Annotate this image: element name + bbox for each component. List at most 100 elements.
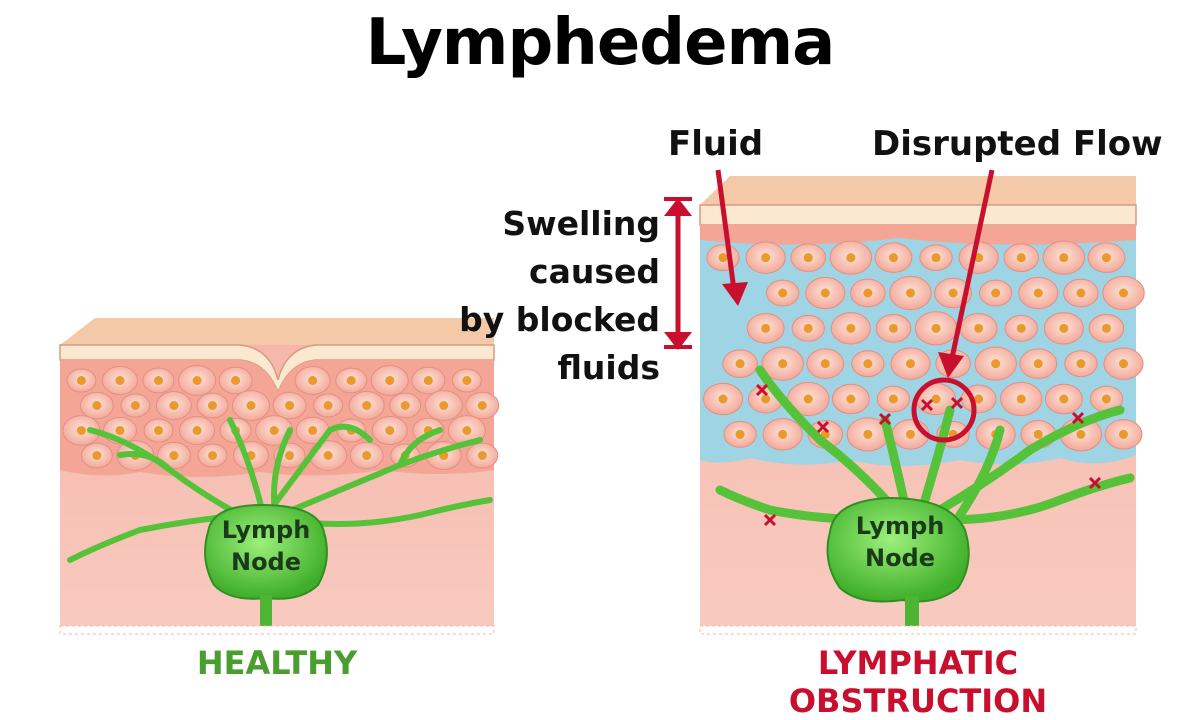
cell-nucleus (385, 376, 395, 385)
swelling-label: Swelling caused by blocked fluids (360, 200, 660, 392)
cell-nucleus (761, 394, 771, 404)
cell-nucleus (778, 288, 788, 298)
cell-nucleus (246, 401, 256, 410)
healthy-caption: HEALTHY (196, 644, 358, 682)
cell-nucleus (888, 394, 898, 404)
fluid-arrow (715, 169, 748, 306)
cell-nucleus (931, 394, 941, 404)
cell-nucleus (1118, 359, 1128, 369)
page-title: Lymphedema (365, 6, 836, 80)
cell-nucleus (400, 401, 410, 410)
healthy-bottom-edge (59, 625, 495, 635)
cell-nucleus (462, 426, 472, 435)
cell-nucleus (846, 323, 856, 333)
cell-nucleus (207, 451, 217, 460)
cell-nucleus (778, 359, 788, 369)
cell-nucleus (130, 401, 140, 410)
cell-nucleus (1016, 253, 1026, 263)
cell-nucleus (863, 429, 873, 439)
cell-nucleus (974, 323, 984, 333)
cell-nucleus (285, 451, 295, 460)
cell-nucleus (308, 376, 318, 385)
cell-nucleus (1076, 288, 1086, 298)
obstruction-upper-tissue (700, 225, 1136, 245)
obstruction-lymph-node (826, 496, 970, 603)
healthy-skin-top-face (60, 318, 494, 345)
cell-nucleus (846, 394, 856, 404)
healthy-node-label-line1: Lymph (222, 516, 311, 544)
cell-nucleus (362, 451, 372, 460)
cell-nucleus (1118, 429, 1128, 439)
cell-nucleus (323, 401, 333, 410)
cell-nucleus (803, 394, 813, 404)
cell-nucleus (803, 323, 813, 333)
cell-nucleus (1059, 394, 1069, 404)
cell-nucleus (991, 359, 1001, 369)
cell-nucleus (169, 451, 179, 460)
disrupted-flow-label: Disrupted Flow (872, 124, 1163, 164)
cell-nucleus (269, 426, 279, 435)
cell-nucleus (477, 401, 487, 410)
disrupted-flow-arrow (938, 169, 995, 378)
cell-nucleus (1033, 429, 1043, 439)
cell-nucleus (905, 288, 915, 298)
obstruction-panel: Lymph Node (699, 176, 1145, 635)
cell-nucleus (1016, 323, 1026, 333)
cell-nucleus (439, 401, 449, 410)
cell-nucleus (154, 376, 164, 385)
cell-nucleus (76, 376, 86, 385)
cell-nucleus (362, 401, 372, 410)
swelling-label-line2: by blocked fluids (459, 300, 660, 387)
cell-nucleus (888, 253, 898, 263)
cell-nucleus (1059, 253, 1069, 263)
cell-nucleus (462, 376, 472, 385)
obstruction-node-label-line1: Lymph (856, 512, 945, 540)
cell-nucleus (192, 426, 202, 435)
cell-nucleus (169, 401, 179, 410)
cell-nucleus (931, 253, 941, 263)
obstruction-node-stem (905, 596, 919, 628)
cell-nucleus (76, 426, 86, 435)
cell-nucleus (905, 359, 915, 369)
cell-nucleus (863, 359, 873, 369)
cell-nucleus (803, 253, 813, 263)
cell-nucleus (423, 376, 433, 385)
fluid-label: Fluid (668, 124, 764, 164)
cell-nucleus (231, 376, 241, 385)
cell-nucleus (346, 376, 356, 385)
cell-nucleus (323, 451, 333, 460)
obstruction-skin-top-face (700, 176, 1136, 205)
obstruction-epidermis (699, 204, 1137, 226)
cell-nucleus (1101, 323, 1111, 333)
cell-nucleus (1076, 359, 1086, 369)
disrupted-flow-circle (911, 377, 977, 443)
obstruction-node-label-line2: Node (865, 544, 935, 572)
healthy-panel: Lymph Node (59, 318, 500, 635)
cell-nucleus (1016, 394, 1026, 404)
obstruction-bottom-edge (699, 625, 1137, 635)
cell-nucleus (718, 253, 728, 263)
healthy-node-stem (260, 595, 272, 628)
cell-nucleus (735, 429, 745, 439)
cell-nucleus (154, 426, 164, 435)
cell-nucleus (761, 253, 771, 263)
cell-nucleus (92, 451, 102, 460)
cell-nucleus (1118, 288, 1128, 298)
cell-nucleus (761, 323, 771, 333)
cell-nucleus (905, 429, 915, 439)
cell-nucleus (285, 401, 295, 410)
obstruction-blockage-marks (755, 383, 1102, 527)
cell-nucleus (192, 376, 202, 385)
cell-nucleus (385, 426, 395, 435)
cell-nucleus (92, 401, 102, 410)
swelling-label-line1: Swelling caused (502, 204, 660, 291)
cell-nucleus (948, 288, 958, 298)
healthy-lymph-node (204, 503, 328, 600)
cell-nucleus (735, 359, 745, 369)
cell-nucleus (820, 288, 830, 298)
cell-nucleus (863, 288, 873, 298)
cell-nucleus (115, 426, 125, 435)
obstruction-caption: LYMPHATIC OBSTRUCTION (788, 644, 1048, 720)
cell-nucleus (477, 451, 487, 460)
